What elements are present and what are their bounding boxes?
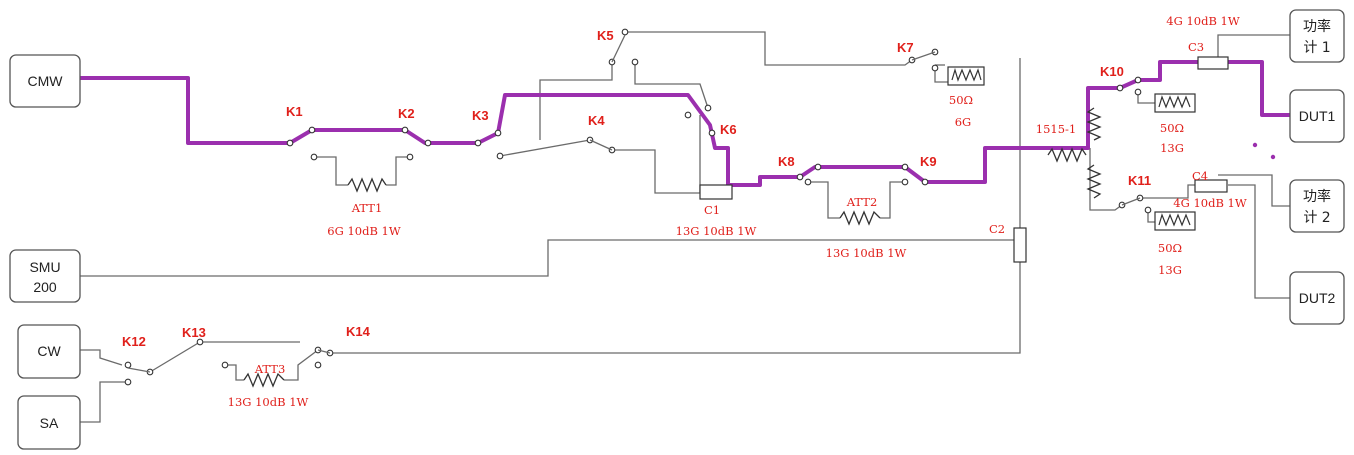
- switch-k6-label: K6: [720, 122, 737, 137]
- instrument-labels: CMW SMU 200 CW SA 功率 计 1 DUT1 功率 计 2 DUT…: [28, 18, 1336, 431]
- coupler-c3-spec: 4G 10dB 1W: [1166, 14, 1240, 28]
- power-meter-2-box: [1289, 179, 1345, 233]
- att2-resistor-icon: [839, 210, 881, 226]
- sa-label: SA: [40, 415, 59, 431]
- switch-k4-label: K4: [588, 113, 605, 128]
- component-labels: ATT1 6G 10dB 1W ATT2 13G 10dB 1W ATT3 13…: [228, 14, 1247, 409]
- coupler-c3-name: C3: [1188, 40, 1204, 54]
- load-k7-freq: 6G: [955, 115, 972, 129]
- att2-name: ATT2: [846, 195, 878, 209]
- load-k7-value: 50Ω: [949, 93, 973, 107]
- switch-contacts: [124, 28, 1152, 386]
- splitter-resistor-left-icon: [1047, 147, 1087, 163]
- cw-label: CW: [37, 343, 61, 359]
- att2-spec: 13G 10dB 1W: [826, 246, 907, 260]
- att3-spec: 13G 10dB 1W: [228, 395, 309, 409]
- wiring: [80, 31, 1290, 423]
- coupler-c2-icon: [1013, 227, 1027, 263]
- splitter-resistor-bottom-icon: [1086, 164, 1102, 199]
- load-k7-icon: [947, 66, 985, 86]
- load-k11-freq: 13G: [1158, 263, 1182, 277]
- active-signal-path: [80, 60, 1290, 187]
- dut1-label: DUT1: [1299, 108, 1336, 124]
- att3-resistor-icon: [243, 372, 285, 388]
- switch-k2-label: K2: [398, 106, 415, 121]
- att1-resistor-icon: [347, 177, 387, 193]
- coupler-c1-spec: 13G 10dB 1W: [676, 224, 757, 238]
- power-meter-1-label-line2: 计 1: [1303, 40, 1330, 56]
- load-k10-value: 50Ω: [1160, 121, 1184, 135]
- dut2-label: DUT2: [1299, 290, 1336, 306]
- power-meter-1-box: [1289, 9, 1345, 63]
- coupler-c4-icon: [1194, 179, 1228, 193]
- load-k11-value: 50Ω: [1158, 241, 1182, 255]
- indicator-dot-icon: [1252, 142, 1258, 148]
- coupler-c1-icon: [699, 184, 733, 200]
- switch-k3-label: K3: [472, 108, 489, 123]
- smu-label-line1: SMU: [29, 259, 60, 275]
- switch-k14-label: K14: [346, 324, 371, 339]
- switch-k9-label: K9: [920, 154, 937, 169]
- couplers: [699, 56, 1229, 263]
- splitter-label: 1515-1: [1036, 122, 1076, 136]
- switch-blades: [127, 34, 1141, 373]
- cmw-label: CMW: [28, 73, 64, 89]
- cw-box: [17, 324, 81, 379]
- power-meter-2-label-line1: 功率: [1303, 188, 1331, 205]
- coupler-c1-name: C1: [704, 203, 720, 217]
- indicator-dots: [1252, 142, 1276, 160]
- smu-label-line2: 200: [33, 279, 57, 295]
- switch-k5-label: K5: [597, 28, 614, 43]
- switch-k10-label: K10: [1100, 64, 1124, 79]
- coupler-c2-name: C2: [989, 222, 1005, 236]
- att3-name: ATT3: [254, 362, 286, 376]
- switch-k12-label: K12: [122, 334, 146, 349]
- dut1-box: [1289, 89, 1345, 143]
- loads: [947, 66, 1196, 231]
- instrument-boxes: [9, 9, 1345, 450]
- att1-name: ATT1: [351, 201, 383, 215]
- coupler-c4-name: C4: [1192, 169, 1208, 183]
- switch-k8-label: K8: [778, 154, 795, 169]
- coupler-c4-spec: 4G 10dB 1W: [1173, 196, 1247, 210]
- dut2-box: [1289, 271, 1345, 325]
- switch-k1-label: K1: [286, 104, 303, 119]
- load-k10-freq: 13G: [1160, 141, 1184, 155]
- cmw-box: [9, 54, 81, 108]
- resistors: [243, 107, 1102, 388]
- splitter-resistor-top-icon: [1086, 107, 1102, 141]
- sa-box: [17, 395, 81, 450]
- smu-box: [9, 249, 81, 303]
- switch-labels: K1 K2 K3 K4 K5 K6 K7 K8 K9 K10 K11 K12 K…: [122, 28, 1151, 349]
- power-meter-1-label-line1: 功率: [1303, 18, 1331, 35]
- coupler-c3-icon: [1197, 56, 1229, 70]
- att1-spec: 6G 10dB 1W: [327, 224, 401, 238]
- switch-k7-label: K7: [897, 40, 914, 55]
- switch-k13-label: K13: [182, 325, 206, 340]
- power-meter-2-label-line2: 计 2: [1303, 210, 1330, 226]
- indicator-dot-icon: [1270, 154, 1276, 160]
- switch-k11-label: K11: [1128, 173, 1151, 188]
